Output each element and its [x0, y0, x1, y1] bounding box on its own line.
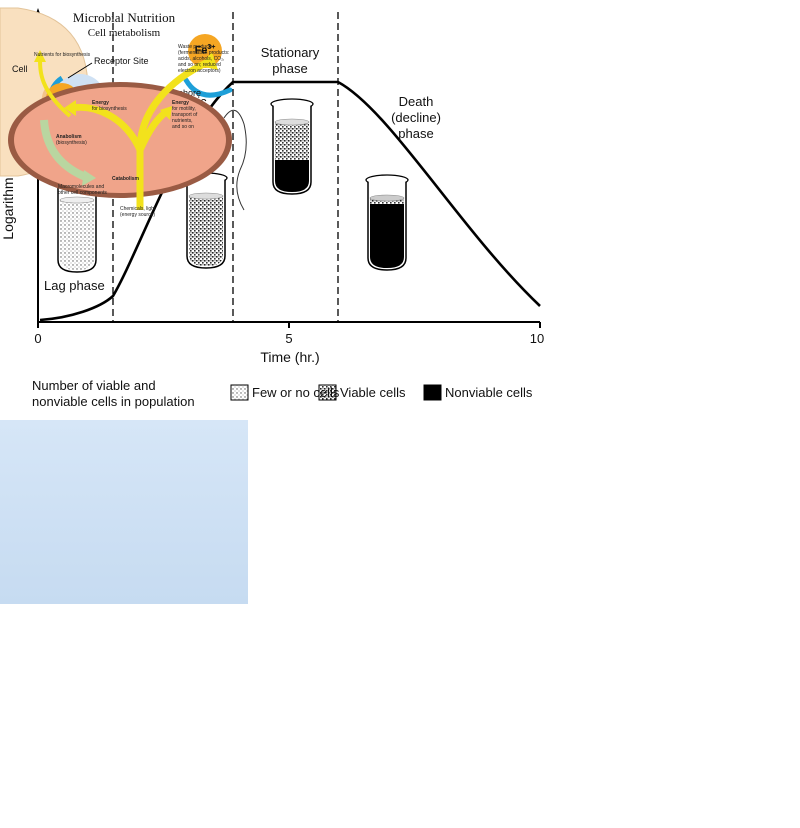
- phase-label-stationary-line2: phase: [272, 61, 308, 76]
- anabolism-arrowhead: [82, 170, 96, 186]
- energy-right-line2: for motility,: [172, 106, 196, 112]
- legend-swatch-nonviable: [423, 384, 442, 401]
- metabolism-subtitle: Cell metabolism: [87, 27, 161, 39]
- phase-label-death-line1: Death: [398, 94, 434, 109]
- legend-item-nonviable: Nonviable cells: [445, 385, 533, 400]
- legend-title: Number of viable and nonviable cells in …: [32, 378, 195, 410]
- legend-item-few: Few or no cells: [252, 385, 340, 400]
- tube-death: [365, 174, 409, 271]
- phase-label-lag: Lag phase: [44, 278, 105, 293]
- energy-biosynthesis-arrowhead: [64, 100, 76, 116]
- flagellum: [223, 109, 247, 211]
- legend-swatch-few: [230, 384, 249, 401]
- siderophore-panel: Cell Receptor Site Siderophore Fe3+ Fe3+…: [0, 7, 248, 604]
- energy-left-label: Energy for biosynthesis: [92, 100, 127, 112]
- metabolism-svg: [8, 50, 247, 211]
- x-axis-label: Time (hr.): [260, 349, 320, 365]
- energy-right-line3: transport of: [172, 112, 198, 118]
- chemicals-label: Chemicals, light (energy source): [120, 206, 155, 218]
- energy-right-line4: nutrients,: [172, 118, 193, 124]
- energy-right-label: Energy for motility, transport of nutrie…: [172, 100, 197, 130]
- x-tick-label-10: 10: [529, 331, 545, 346]
- waste-line1: Waste products: [178, 44, 213, 50]
- phase-label-death: Death (decline) phase: [366, 94, 466, 142]
- energy-left-line1: Energy: [92, 100, 109, 106]
- chemicals-line1: Chemicals, light: [120, 206, 156, 212]
- waste-label: Waste products (fermentation products: a…: [178, 44, 229, 74]
- x-tick-label-0: 0: [34, 331, 42, 346]
- tube-stationary: [270, 98, 314, 195]
- anabolism-arrow: [40, 119, 90, 182]
- x-tick-label-5: 5: [285, 331, 293, 346]
- waste-arrowhead: [200, 52, 218, 70]
- energy-right-line1: Energy: [172, 100, 189, 106]
- receptor-site-label: Receptor Site: [94, 56, 149, 66]
- waste-line3: acids, alcohols, CO₂,: [178, 56, 225, 62]
- iron-label-free: Fe3+: [188, 44, 222, 57]
- energy-biosynthesis-arrow: [71, 103, 144, 152]
- anabolism-line2: (biosynthesis): [56, 140, 87, 146]
- iron-symbol: Fe: [194, 44, 208, 57]
- receptor-pointer: [67, 62, 93, 79]
- phase-label-death-line2: (decline): [391, 110, 441, 125]
- legend-item-viable: Viable cells: [340, 385, 406, 400]
- waste-line4: and so on; reduced: [178, 62, 221, 68]
- waste-line5: electron acceptors): [178, 68, 221, 74]
- legend-swatches: [230, 384, 442, 401]
- legend-title-line1: Number of viable and: [32, 378, 156, 393]
- phase-label-stationary: Stationary phase: [240, 45, 340, 77]
- phase-label-death-line3: phase: [398, 126, 434, 141]
- macromolecules-line2: other cell components: [58, 190, 107, 196]
- anabolism-line1: Anabolism: [56, 134, 82, 140]
- legend-swatch-viable: [318, 384, 337, 401]
- anabolism-label: Anabolism (biosynthesis): [56, 134, 87, 146]
- macromolecules-line1: Macromolecules and: [58, 184, 105, 190]
- waste-line2: (fermentation products:: [178, 50, 230, 56]
- energy-right-line5: and so on: [172, 124, 194, 130]
- cell-label: Cell: [12, 64, 28, 74]
- nutrients-label: Nutrients for biosynthesis: [34, 52, 91, 58]
- metabolism-panel: Microbial Nutrition Cell metabolism Nutr…: [0, 10, 248, 828]
- energy-left-line2: for biosynthesis: [92, 106, 127, 112]
- energy-motility-arrowhead: [160, 106, 172, 120]
- catabolism-label: Catabolism: [112, 176, 139, 182]
- legend-title-line2: nonviable cells in population: [32, 394, 195, 409]
- nutrient-arrow: [38, 57, 72, 118]
- chemicals-line2: (energy source): [120, 212, 156, 218]
- iron-charge: 3+: [207, 44, 216, 51]
- metabolism-title: Microbial Nutrition: [72, 10, 176, 25]
- nutrient-arrowhead: [34, 50, 46, 62]
- free-siderophore: [183, 77, 233, 98]
- macromolecules-label: Macromolecules and other cell components: [58, 184, 107, 196]
- phase-label-stationary-line1: Stationary: [260, 45, 320, 60]
